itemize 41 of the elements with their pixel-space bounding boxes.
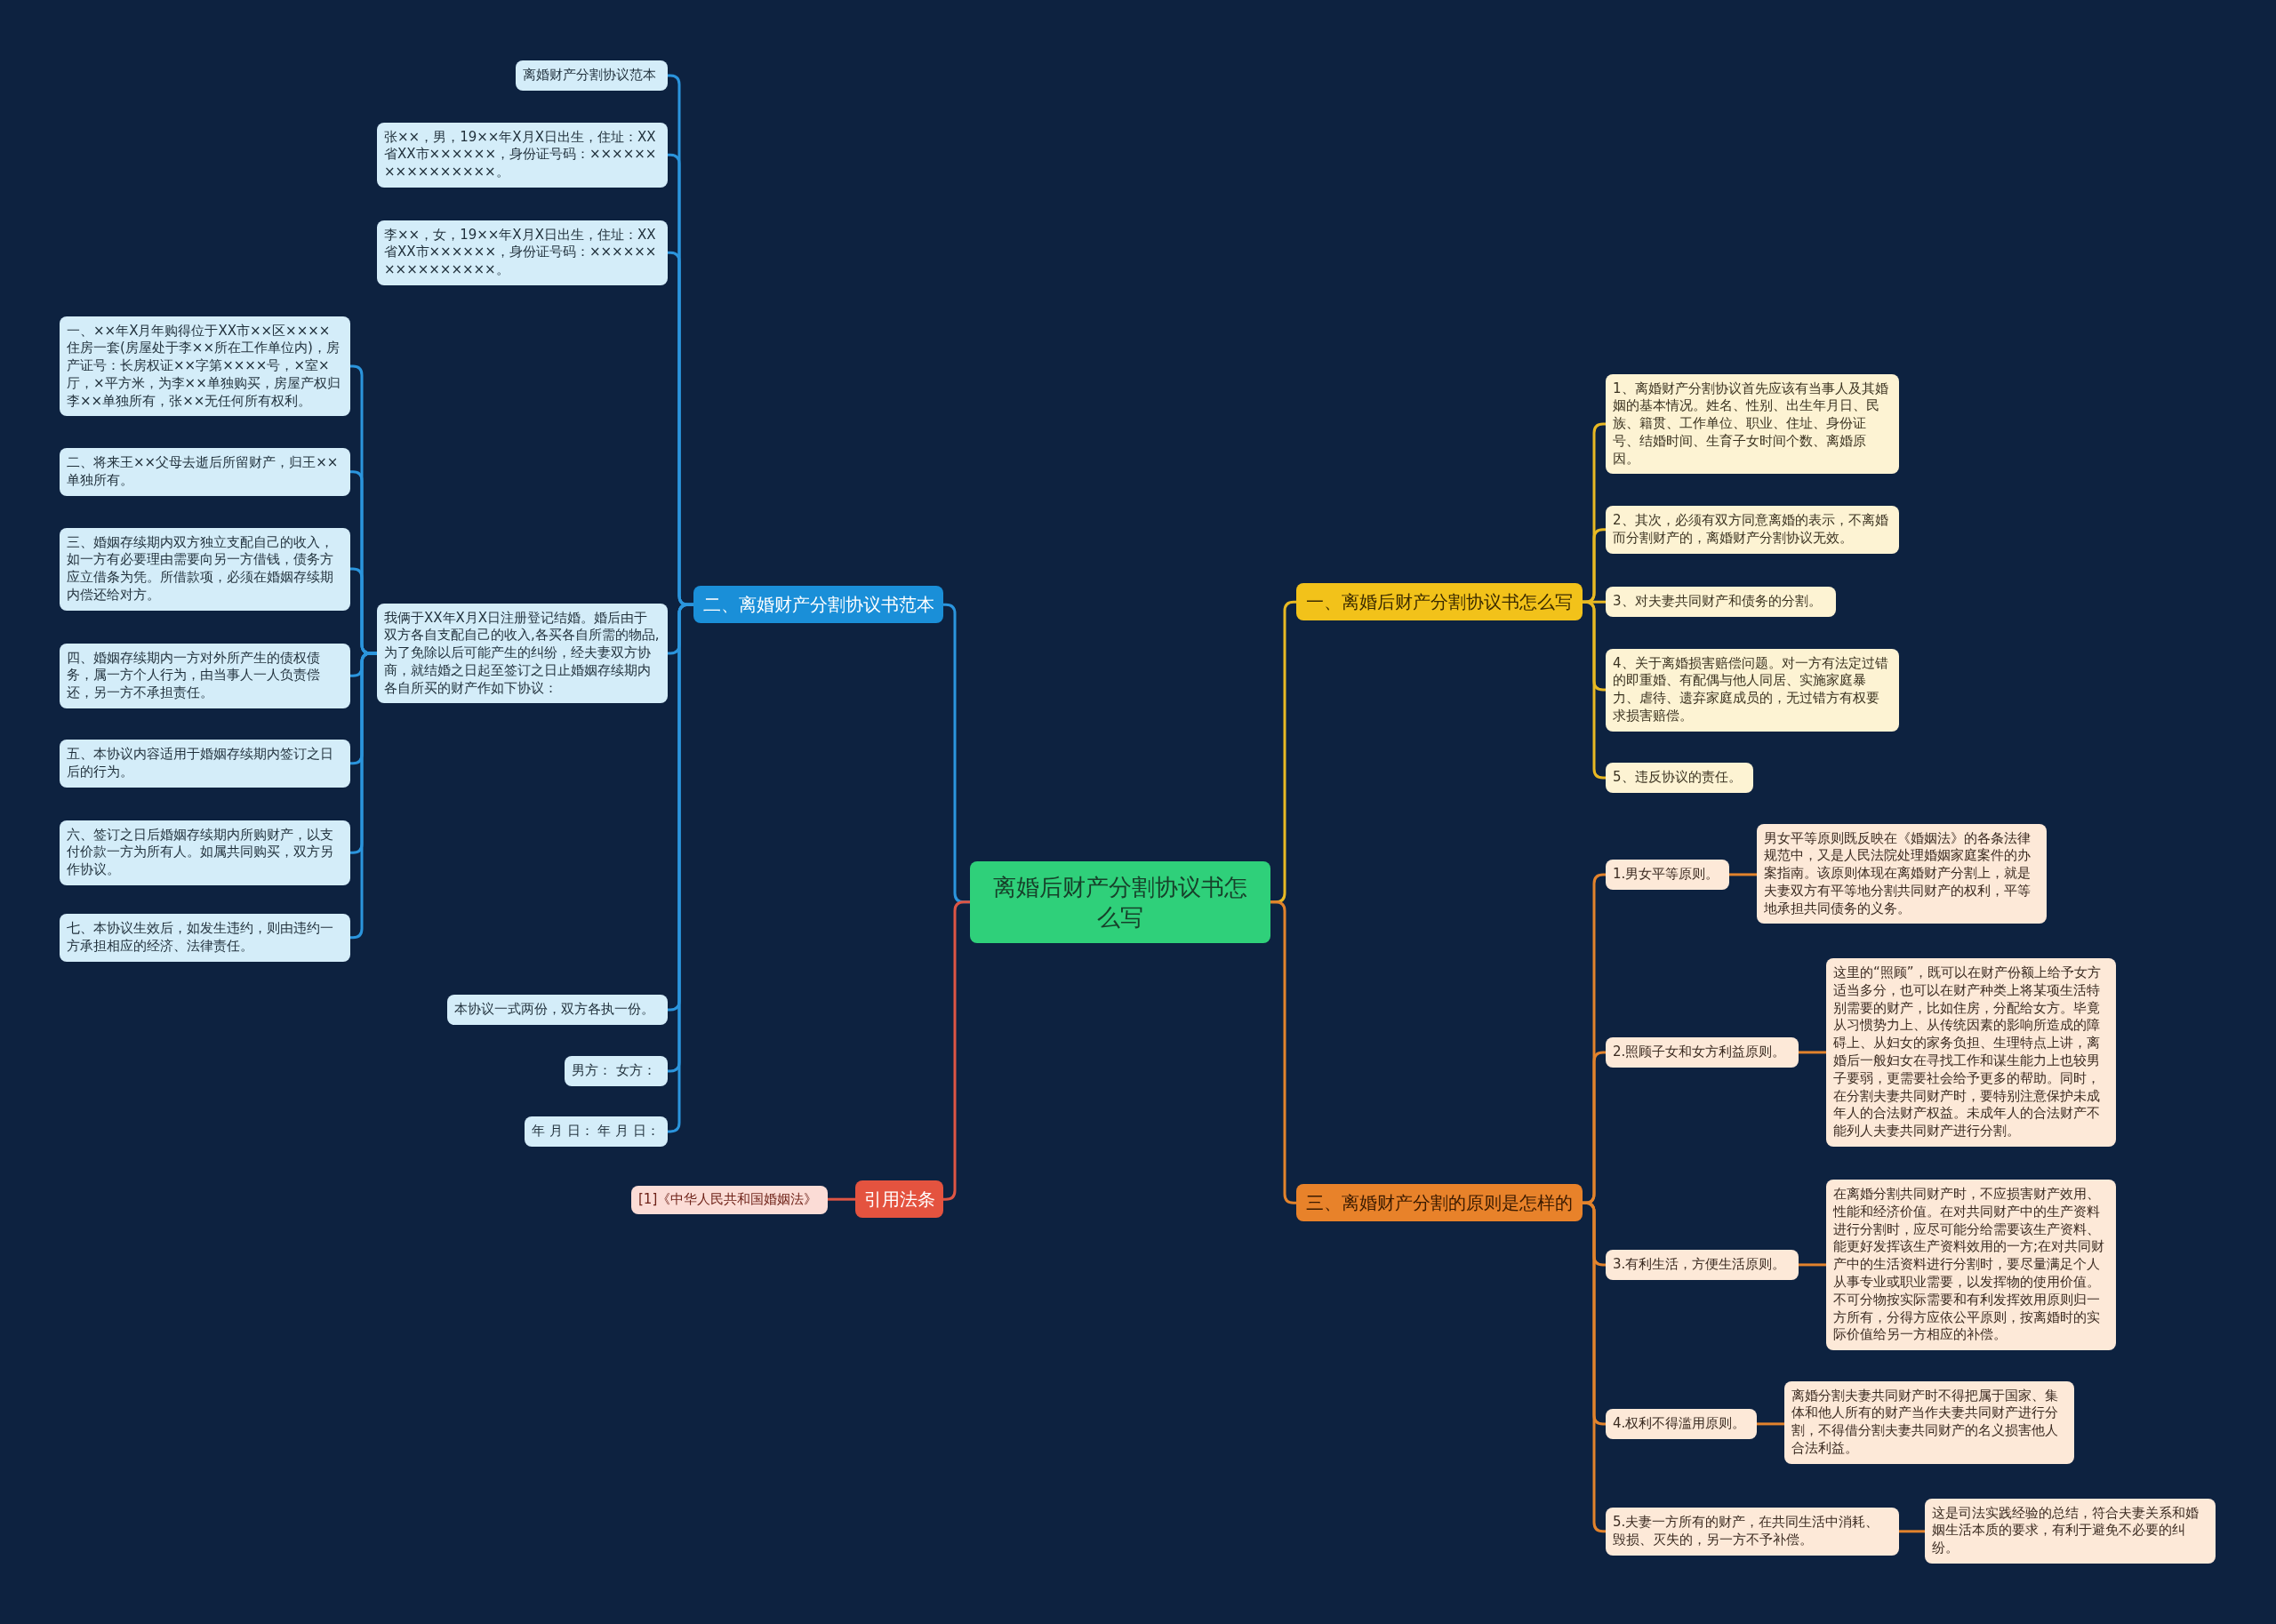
topic-box: 七、本协议生效后，如发生违约，则由违约一方承担相应的经济、法律责任。: [60, 914, 350, 962]
topic-box: 男方： 女方：: [565, 1056, 668, 1086]
topic-box: 2、其次，必须有双方同意离婚的表示，不离婚而分割财产的，离婚财产分割协议无效。: [1606, 506, 1899, 554]
branch-topic: 三、离婚财产分割的原则是怎样的: [1296, 1184, 1583, 1222]
topic-box: 男女平等原则既反映在《婚姻法》的各条法律规范中，又是人民法院处理婚姻家庭案件的办案指南。该原则体现在离婚财产分割上，就是夫妻双方有平等地分割共同财产的权利，平等地承担共同债务的义务。: [1757, 823, 2047, 924]
topic-box: [1]《中华人民共和国婚姻法》: [631, 1186, 828, 1214]
topic-box: 2.照顾子女和女方利益原则。: [1606, 1037, 1799, 1068]
connector-line: [1799, 1263, 1826, 1267]
topic-box: 四、婚姻存续期内一方对外所产生的债权债务，属一方个人行为，由当事人一人负责偿还，另一方不承担责任。: [60, 643, 350, 708]
central-topic: 离婚后财产分割协议书怎么写: [970, 860, 1270, 944]
connector-line: [828, 1197, 855, 1201]
topic-box: 这里的“照顾”，既可以在财产份额上给予女方适当多分，也可以在财产种类上将某项生活特别需要的财产，比如住房，分配给女方。毕竟从习惯势力上、从传统因素的影响所造成的障碍上、从妇女的家务负担、生理特点上讲，离婚后一般妇女在寻找工作和谋生能力上也较男子要弱，更需要社会给予更多的帮助。同时，在分割夫妻共同财产时，要特别注意保护未成年人的合法财产权益。未成年人的合法财产不能列人夫妻共同财产进行分割。: [1826, 958, 2116, 1147]
topic-box: 年 月 日： 年 月 日：: [525, 1116, 668, 1147]
connector-line: [1729, 873, 1757, 876]
topic-box: 离婚财产分割协议范本: [516, 60, 668, 91]
connector-line: [1899, 1530, 1925, 1533]
topic-box: 我俩于XX年X月X日注册登记结婚。婚后由于双方各自支配自己的收入,各买各自所需的物品,为了免除以后可能产生的纠纷，经夫妻双方协商，就结婚之日起至签订之日止婚姻存续期内各自所买的财产作如下协议：: [377, 603, 668, 704]
topic-box: 二、将来王××父母去逝后所留财产，归王××单独所有。: [60, 448, 350, 496]
topic-box: 1.男女平等原则。: [1606, 860, 1729, 890]
connector-line: [1799, 1051, 1826, 1054]
topic-box: 5.夫妻一方所有的财产，在共同生活中消耗、毁损、灭失的，另一方不予补偿。: [1606, 1508, 1899, 1556]
topic-box: 三、婚姻存续期内双方独立支配自己的收入，如一方有必要理由需要向另一方借钱，债务方应立借条为凭。所借款项，必须在婚姻存续期内偿还给对方。: [60, 527, 350, 611]
topic-box: 一、××年X月年购得位于XX市××区××××住房一套(房屋处于李××所在工作单位内)，房产证号：长房权证××字第××××号，×室×厅，×平方米，为李××单独购买，房屋产权归李××单独所有，张××无任何所有权利。: [60, 316, 350, 417]
topic-box: 本协议一式两份，双方各执一份。: [447, 995, 668, 1025]
topic-box: 五、本协议内容适用于婚姻存续期内签订之日后的行为。: [60, 740, 350, 788]
topic-box: 六、签订之日后婚姻存续期内所购财产，以支付价款一方为所有人。如属共同购买，双方另作协议。: [60, 820, 350, 885]
topic-box: 在离婚分割共同财产时，不应损害财产效用、性能和经济价值。在对共同财产中的生产资料进行分割时，应尽可能分给需要该生产资料、能更好发挥该生产资料效用的一方;在对共同财产中的生活资料进行分割时，要尽量满足个人从事专业或职业需要，以发挥物的使用价值。不可分物按实际需要和有利发挥效用原则归一方所有，分得方应依公平原则，按离婚时的实际价值给另一方相应的补偿。: [1826, 1180, 2116, 1351]
connector-line: [1757, 1422, 1784, 1426]
topic-box: 5、违反协议的责任。: [1606, 763, 1753, 793]
branch-topic: 一、离婚后财产分割协议书怎么写: [1296, 583, 1583, 621]
topic-box: 1、离婚财产分割协议首先应该有当事人及其婚姻的基本情况。姓名、性别、出生年月日、民族、籍贯、工作单位、职业、住址、身份证号、结婚时间、生育子女时间个数、离婚原因。: [1606, 373, 1899, 475]
topic-box: 4、关于离婚损害赔偿问题。对一方有法定过错的即重婚、有配偶与他人同居、实施家庭暴力、虐待、遗弃家庭成员的，无过错方有权要求损害赔偿。: [1606, 648, 1899, 732]
topic-box: 离婚分割夫妻共同财产时不得把属于国家、集体和他人所有的财产当作夫妻共同财产进行分割，不得借分割夫妻共同财产的名义损害他人合法利益。: [1784, 1380, 2074, 1464]
topic-box: 3、对夫妻共同财产和债务的分割。: [1606, 587, 1836, 617]
topic-box: 张××，男，19××年X月X日出生，住址：XX省XX市××××××，身份证号码：××××××××××××××××。: [377, 122, 668, 188]
topic-box: 这是司法实践经验的总结，符合夫妻关系和婚姻生活本质的要求，有利于避免不必要的纠纷。: [1925, 1498, 2216, 1564]
topic-box: 4.权利不得滥用原则。: [1606, 1409, 1757, 1439]
branch-topic: 引用法条: [855, 1180, 943, 1219]
topic-box: 李××，女，19××年X月X日出生，住址：XX省XX市××××××，身份证号码：××××××××××××××××。: [377, 220, 668, 285]
branch-topic: 二、离婚财产分割协议书范本: [693, 586, 943, 624]
topic-box: 3.有利生活，方便生活原则。: [1606, 1250, 1799, 1280]
